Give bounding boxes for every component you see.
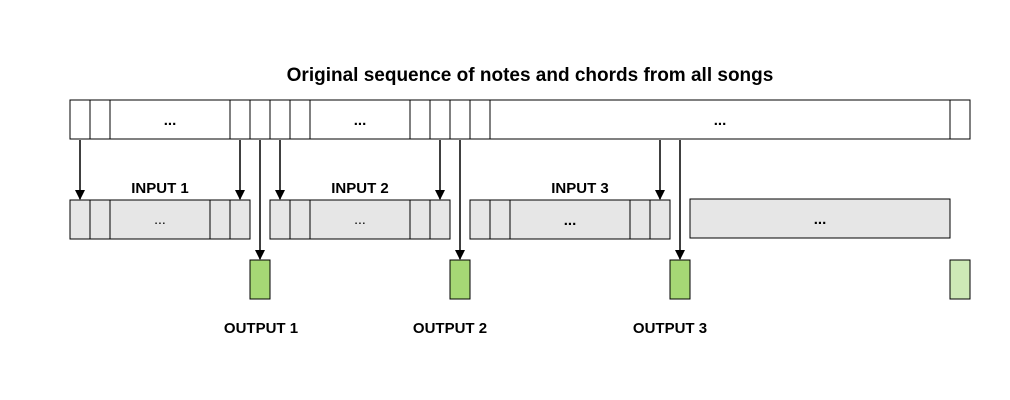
seq-ellipsis-block [489, 99, 951, 140]
original-sequence-bar: ... ... ... [69, 99, 971, 140]
input-block-3: ... [469, 199, 671, 240]
seq-cell [69, 99, 91, 140]
input-cell [269, 199, 291, 240]
input-cell [409, 199, 431, 240]
input-cell [229, 199, 251, 240]
input-ellipsis-block [689, 198, 951, 239]
seq-cell [949, 99, 971, 140]
input-cell [629, 199, 651, 240]
seq-cell [429, 99, 451, 140]
seq-ellipsis: ... [354, 112, 367, 129]
seq-cell [449, 99, 471, 140]
seq-ellipsis: ... [164, 112, 177, 129]
seq-ellipsis-block [109, 99, 231, 140]
input-block-1: ... [69, 199, 251, 240]
seq-cell [229, 99, 251, 140]
seq-cell [409, 99, 431, 140]
input-ellipsis: ... [814, 211, 827, 228]
seq-cell [289, 99, 311, 140]
seq-cell [89, 99, 111, 140]
seq-cell [249, 99, 271, 140]
input-cell [289, 199, 311, 240]
output-box-next [949, 259, 971, 300]
output-box-3 [669, 259, 691, 300]
input-cell [469, 199, 491, 240]
input-ellipsis-block [509, 199, 631, 240]
input-block-next: ... [689, 198, 951, 239]
input-cell [89, 199, 111, 240]
seq-ellipsis-block [309, 99, 411, 140]
seq-cell [269, 99, 291, 140]
input-cell [489, 199, 511, 240]
input-ellipsis-block [309, 199, 411, 240]
output-box-2 [449, 259, 471, 300]
input-label-3: INPUT 3 [551, 180, 609, 197]
input-block-2: ... [269, 199, 451, 240]
input-cell [209, 199, 231, 240]
input-ellipsis: ... [564, 212, 577, 229]
output-label-3: OUTPUT 3 [633, 320, 707, 337]
input-label-1: INPUT 1 [131, 180, 189, 197]
input-ellipsis: ... [154, 211, 166, 227]
input-label-2: INPUT 2 [331, 180, 389, 197]
seq-cell [469, 99, 491, 140]
output-label-2: OUTPUT 2 [413, 320, 487, 337]
input-cell [429, 199, 451, 240]
input-cell [69, 199, 91, 240]
output-box-1 [249, 259, 271, 300]
output-label-1: OUTPUT 1 [224, 320, 298, 337]
input-cell [649, 199, 671, 240]
seq-ellipsis: ... [714, 112, 727, 129]
diagram-title: Original sequence of notes and chords fr… [287, 65, 774, 86]
input-ellipsis: ... [354, 211, 366, 227]
